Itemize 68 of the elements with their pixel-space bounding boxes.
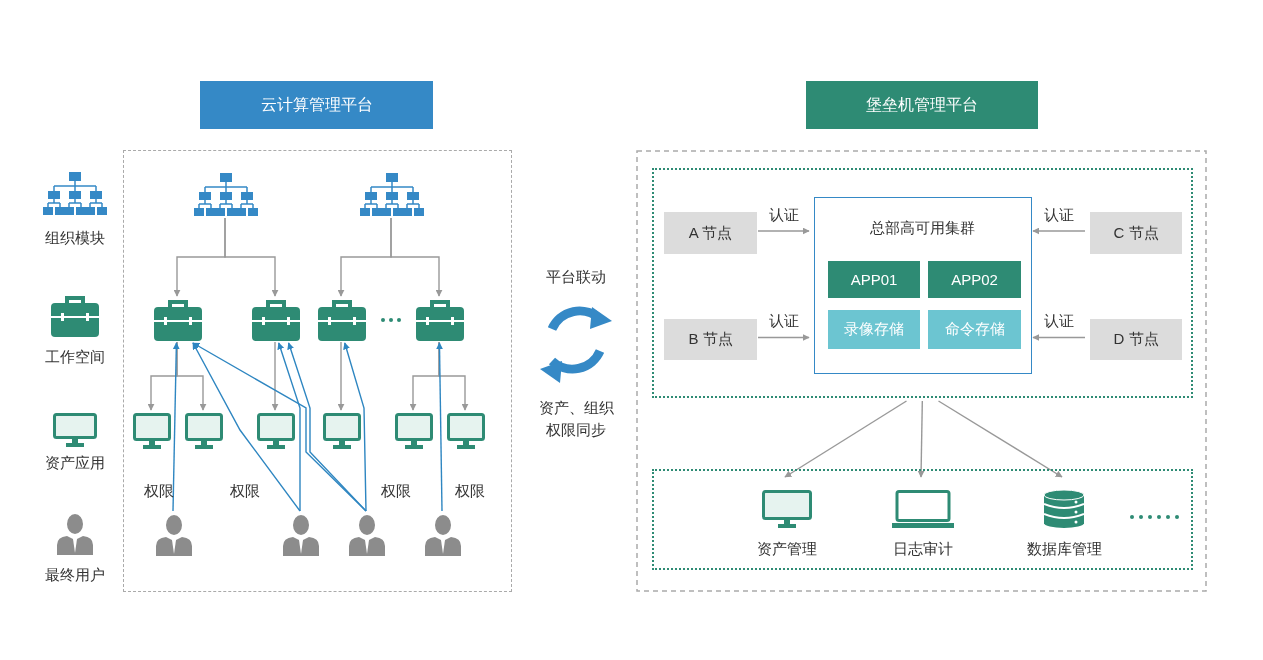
arrow — [436, 342, 444, 512]
edge-label: 认证 — [767, 205, 800, 225]
org-chart-icon — [194, 173, 258, 217]
monitor-icon — [133, 413, 171, 449]
legend-label: 组织模块 — [44, 228, 106, 248]
org-chart-icon — [360, 173, 424, 217]
person-icon — [156, 514, 192, 556]
module-label: 日志审计 — [892, 538, 954, 559]
arrow — [1032, 334, 1086, 341]
monitor-icon — [185, 413, 223, 449]
module-box: 录像存储 — [828, 310, 920, 349]
legend-label: 工作空间 — [44, 347, 106, 367]
monitor-icon — [257, 413, 295, 449]
briefcase-icon — [318, 299, 366, 341]
module-box: APP02 — [928, 261, 1021, 298]
title-banner: 堡垒机管理平台 — [806, 81, 1038, 129]
person-icon — [283, 514, 319, 556]
arrow — [192, 342, 301, 512]
dotted-panel — [652, 168, 1193, 398]
edge-label: 认证 — [767, 311, 800, 331]
legend-label: 最终用户 — [44, 565, 106, 585]
arrow — [757, 227, 810, 235]
person-icon — [425, 514, 461, 556]
monitor-icon — [323, 413, 361, 449]
cluster-title: 总部高可用集群 — [869, 217, 976, 238]
arrow — [438, 341, 469, 411]
arrow — [757, 334, 810, 341]
module-label: 数据库管理 — [1025, 538, 1103, 559]
node-box: C 节点 — [1090, 212, 1182, 254]
briefcase-icon — [416, 299, 464, 341]
edge-label: 认证 — [1043, 205, 1075, 225]
sync-label: 资产、组织权限同步 — [537, 398, 615, 440]
monitor-icon — [447, 413, 485, 449]
briefcase-icon — [252, 299, 300, 341]
person-icon — [349, 514, 385, 556]
arrow — [271, 341, 279, 411]
arrow — [192, 342, 367, 512]
permission-label: 权限 — [143, 481, 175, 501]
permission-label: 权限 — [229, 481, 261, 501]
edge-label: 认证 — [1043, 311, 1075, 331]
arrow — [337, 341, 345, 411]
module-box: APP01 — [828, 261, 920, 298]
sync-label: 平台联动 — [545, 267, 607, 287]
permission-label: 权限 — [380, 481, 412, 501]
arrow — [784, 400, 908, 478]
arrow — [937, 400, 1063, 478]
arrow — [1032, 227, 1086, 235]
dashed-panel — [123, 150, 512, 592]
arrow — [172, 342, 180, 512]
arrow — [287, 342, 367, 512]
arrow — [390, 217, 443, 297]
title-banner: 云计算管理平台 — [200, 81, 433, 129]
module-label: 资产管理 — [756, 538, 818, 559]
arrow — [343, 342, 367, 512]
node-box: A 节点 — [664, 212, 757, 254]
cluster-box — [814, 197, 1032, 374]
arrow — [176, 341, 207, 411]
arrow — [917, 400, 925, 478]
node-box: D 节点 — [1090, 319, 1182, 360]
briefcase-icon — [154, 299, 202, 341]
legend-label: 资产应用 — [44, 453, 106, 473]
permission-label: 权限 — [454, 481, 486, 501]
module-box: 命令存储 — [928, 310, 1021, 349]
dotted-panel — [652, 469, 1193, 570]
arrow — [277, 342, 301, 512]
monitor-icon — [395, 413, 433, 449]
node-box: B 节点 — [664, 319, 757, 360]
arrow — [224, 217, 279, 297]
